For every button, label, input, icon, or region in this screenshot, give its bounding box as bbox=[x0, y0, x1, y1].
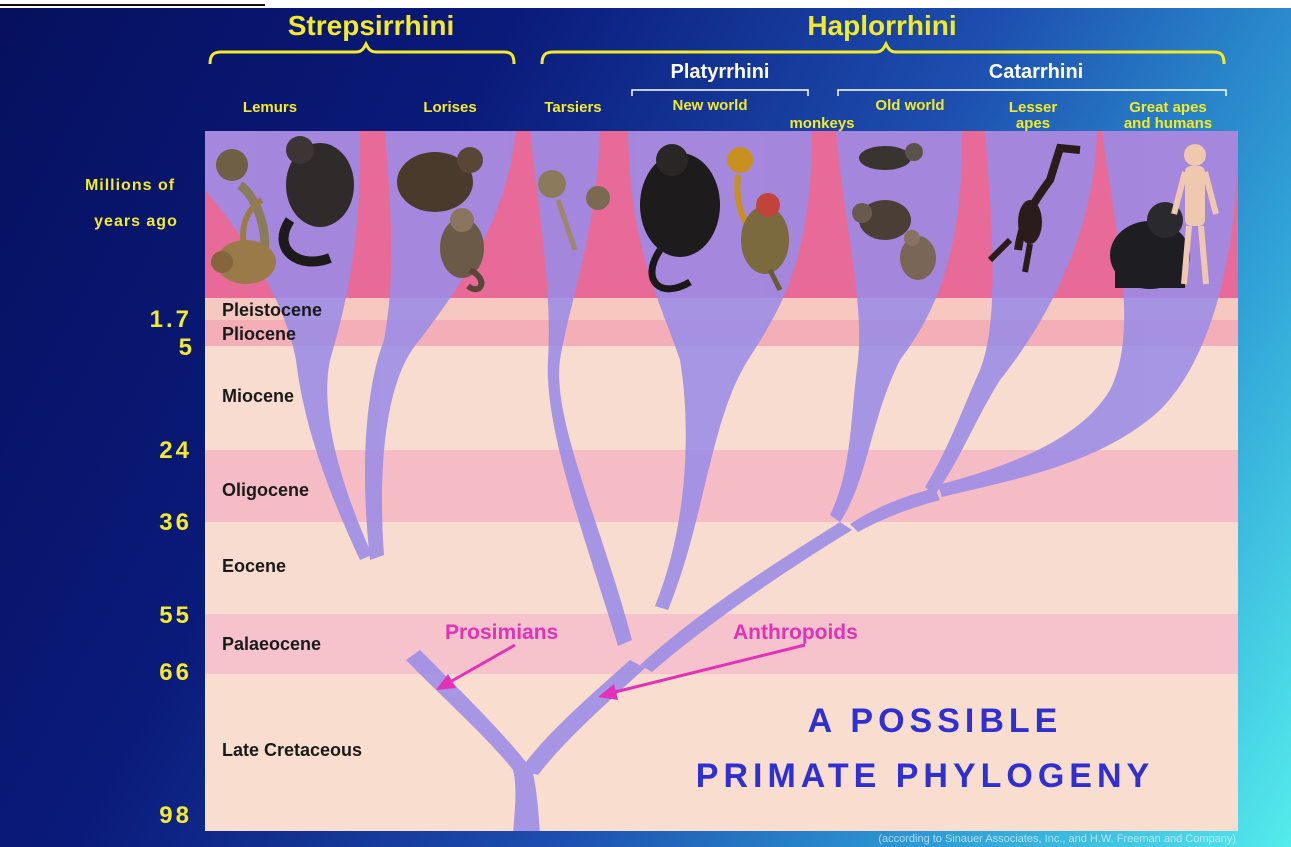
group-new-world: New world bbox=[672, 97, 747, 114]
group-lesser-apes-line2: apes bbox=[1016, 115, 1050, 132]
clade-strepsirrhini: Strepsirrhini bbox=[288, 10, 454, 41]
group-labels: Lemurs Lorises Tarsiers New world monkey… bbox=[243, 97, 1212, 132]
bracket-platyrrhini bbox=[632, 90, 808, 96]
group-tarsiers: Tarsiers bbox=[544, 99, 601, 116]
group-great-apes-line2: and humans bbox=[1124, 115, 1212, 132]
axis-title-line2: years ago bbox=[94, 213, 178, 230]
bracket-catarrhini bbox=[838, 90, 1226, 96]
band-oligocene bbox=[205, 450, 1238, 522]
epoch-palaeocene: Palaeocene bbox=[222, 634, 321, 654]
group-lemurs: Lemurs bbox=[243, 99, 297, 116]
group-lesser-apes-line1: Lesser bbox=[1009, 99, 1058, 116]
clade-labels: Strepsirrhini Haplorrhini Platyrrhini Ca… bbox=[288, 10, 1083, 83]
epoch-oligocene: Oligocene bbox=[222, 480, 309, 500]
time-axis: Millions of years ago 1.7 5 24 36 55 66 … bbox=[85, 177, 192, 829]
epoch-pleistocene: Pleistocene bbox=[222, 300, 322, 320]
axis-tick-36: 36 bbox=[159, 509, 192, 536]
subclade-brackets bbox=[632, 90, 1226, 96]
label-prosimians: Prosimians bbox=[445, 621, 558, 644]
axis-tick-5: 5 bbox=[179, 334, 192, 361]
clade-platyrrhini: Platyrrhini bbox=[671, 61, 770, 83]
clade-catarrhini: Catarrhini bbox=[989, 61, 1083, 83]
axis-title-line1: Millions of bbox=[85, 177, 175, 194]
group-monkeys: monkeys bbox=[789, 115, 854, 132]
axis-tick-55: 55 bbox=[159, 602, 192, 629]
epoch-eocene: Eocene bbox=[222, 556, 286, 576]
group-old-world: Old world bbox=[875, 97, 944, 114]
title-line2: PRIMATE PHYLOGENY bbox=[696, 757, 1154, 795]
group-lorises: Lorises bbox=[423, 99, 476, 116]
label-anthropoids: Anthropoids bbox=[733, 621, 858, 644]
group-great-apes-line1: Great apes bbox=[1129, 99, 1207, 116]
axis-tick-24: 24 bbox=[159, 437, 192, 464]
clade-haplorrhini: Haplorrhini bbox=[807, 10, 956, 41]
axis-tick-1-7: 1.7 bbox=[150, 306, 192, 333]
credit-line: (according to Sinauer Associates, Inc., … bbox=[878, 833, 1236, 845]
title-line1: A POSSIBLE bbox=[808, 702, 1063, 740]
brace-strepsirrhini bbox=[210, 44, 514, 64]
brace-haplorrhini bbox=[542, 44, 1224, 64]
axis-tick-98: 98 bbox=[159, 802, 192, 829]
epoch-late-cretaceous: Late Cretaceous bbox=[222, 740, 362, 760]
epoch-pliocene: Pliocene bbox=[222, 324, 296, 344]
axis-tick-66: 66 bbox=[159, 659, 192, 686]
epoch-miocene: Miocene bbox=[222, 386, 294, 406]
